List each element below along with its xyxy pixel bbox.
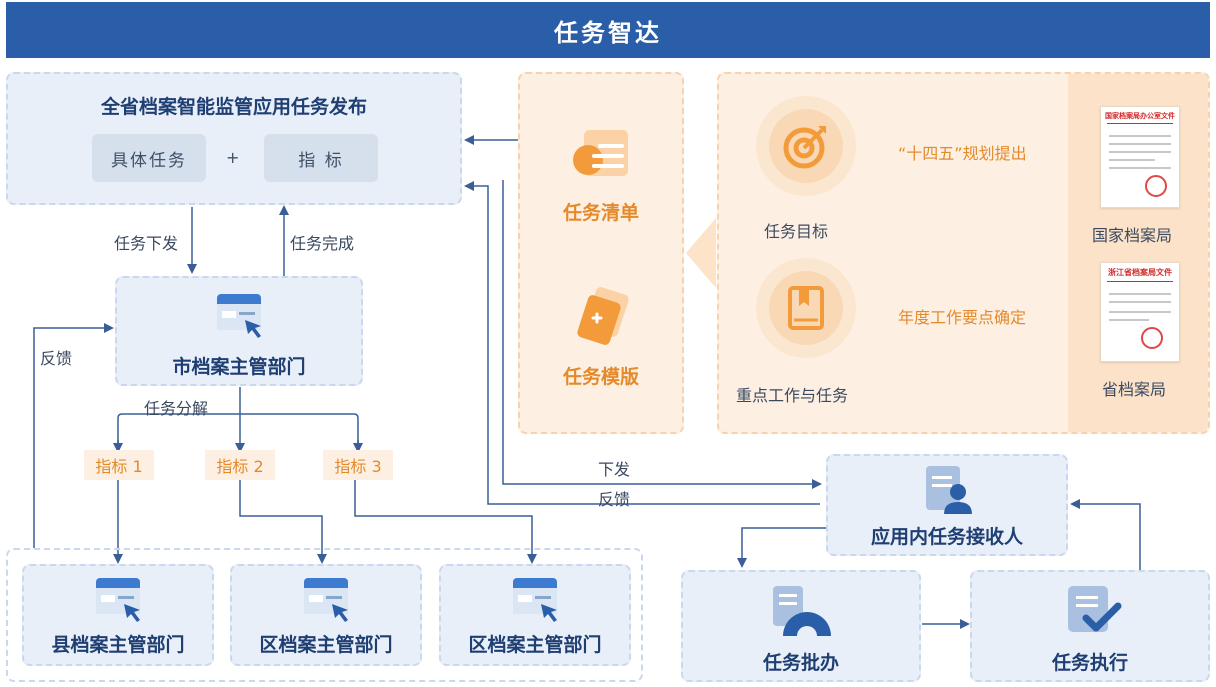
protractor-document-icon [773,586,831,636]
page-title: 任务智达 [6,2,1210,58]
national-label: 国家档案局 [1092,226,1173,245]
label-feedback: 反馈 [40,349,73,368]
goal-arrow-label: “十四五”规划提出 [898,144,1027,163]
browser-cursor-icon [217,294,261,338]
checklist-icon [1068,586,1122,632]
national-doc-title: 国家档案局办公室文件 [1105,112,1175,120]
chevron-left-icon [686,218,716,288]
plus-sign: + [226,148,240,167]
task-pill: 具体任务 [92,134,206,182]
indicator-2: 指标 2 [205,450,275,480]
label-app-feedback: 反馈 [598,490,631,509]
indicator-1: 指标 1 [84,450,154,480]
district-department-2: 区档案主管部门 [439,564,631,666]
template-icon [577,287,629,345]
seal-stamp [1141,327,1163,349]
template-template-label: 任务模版 [562,366,639,388]
city-title: 市档案主管部门 [172,356,306,378]
key-work-circle [756,258,856,358]
label-task-down: 任务下发 [114,234,179,253]
publish-title: 全省档案智能监管应用任务发布 [100,96,367,118]
list-icon [573,130,628,176]
provincial-doc-title: 浙江省档案局文件 [1108,268,1172,277]
arrow-issue [502,180,822,489]
arrow-app-feedback [464,181,820,505]
provincial-document: 浙江省档案局文件 [1100,262,1180,362]
arrow-ind3-district [354,480,537,564]
template-list-label: 任务清单 [562,202,639,224]
publish-panel: 全省档案智能监管应用任务发布 具体任务 + 指 标 [6,72,462,205]
approve-title: 任务批办 [762,652,839,674]
key-arrow-label: 年度工作要点确定 [898,308,1027,327]
key-work-label: 重点工作与任务 [736,386,849,405]
bookmark-book-icon [788,286,824,330]
arrow-receive-approve [737,527,826,568]
goal-circle [756,96,856,196]
arrow-feedback-left [33,323,114,548]
browser-cursor-icon [96,578,140,622]
district-title-1: 区档案主管部门 [259,634,393,656]
receive-title: 应用内任务接收人 [870,526,1023,548]
browser-cursor-icon [304,578,348,622]
departments-panel [6,548,643,682]
target-icon [783,126,826,169]
execute-title: 任务执行 [1051,652,1128,674]
index-pill: 指 标 [264,134,378,182]
seal-stamp [1145,175,1167,197]
label-decompose: 任务分解 [144,399,209,418]
label-task-done: 任务完成 [290,234,355,253]
user-document-icon [926,466,972,514]
indicator-3: 指标 3 [323,450,393,480]
label-issue: 下发 [598,460,631,479]
task-approve: 任务批办 [681,570,921,682]
county-department: 县档案主管部门 [22,564,214,666]
app-receiver: 应用内任务接收人 [826,454,1068,556]
browser-cursor-icon [513,578,557,622]
provincial-label: 省档案局 [1102,380,1167,399]
task-execute: 任务执行 [970,570,1210,682]
city-department: 市档案主管部门 [115,276,363,386]
template-panel: 任务清单 任务模版 [518,72,684,434]
arrow-execute-receive [1070,499,1141,570]
national-document: 国家档案局办公室文件 [1100,106,1180,208]
district-title-2: 区档案主管部门 [468,634,602,656]
county-title: 县档案主管部门 [51,634,185,656]
goal-label: 任务目标 [764,222,829,241]
district-department-1: 区档案主管部门 [230,564,422,666]
arrow-ind2-district [239,480,327,564]
